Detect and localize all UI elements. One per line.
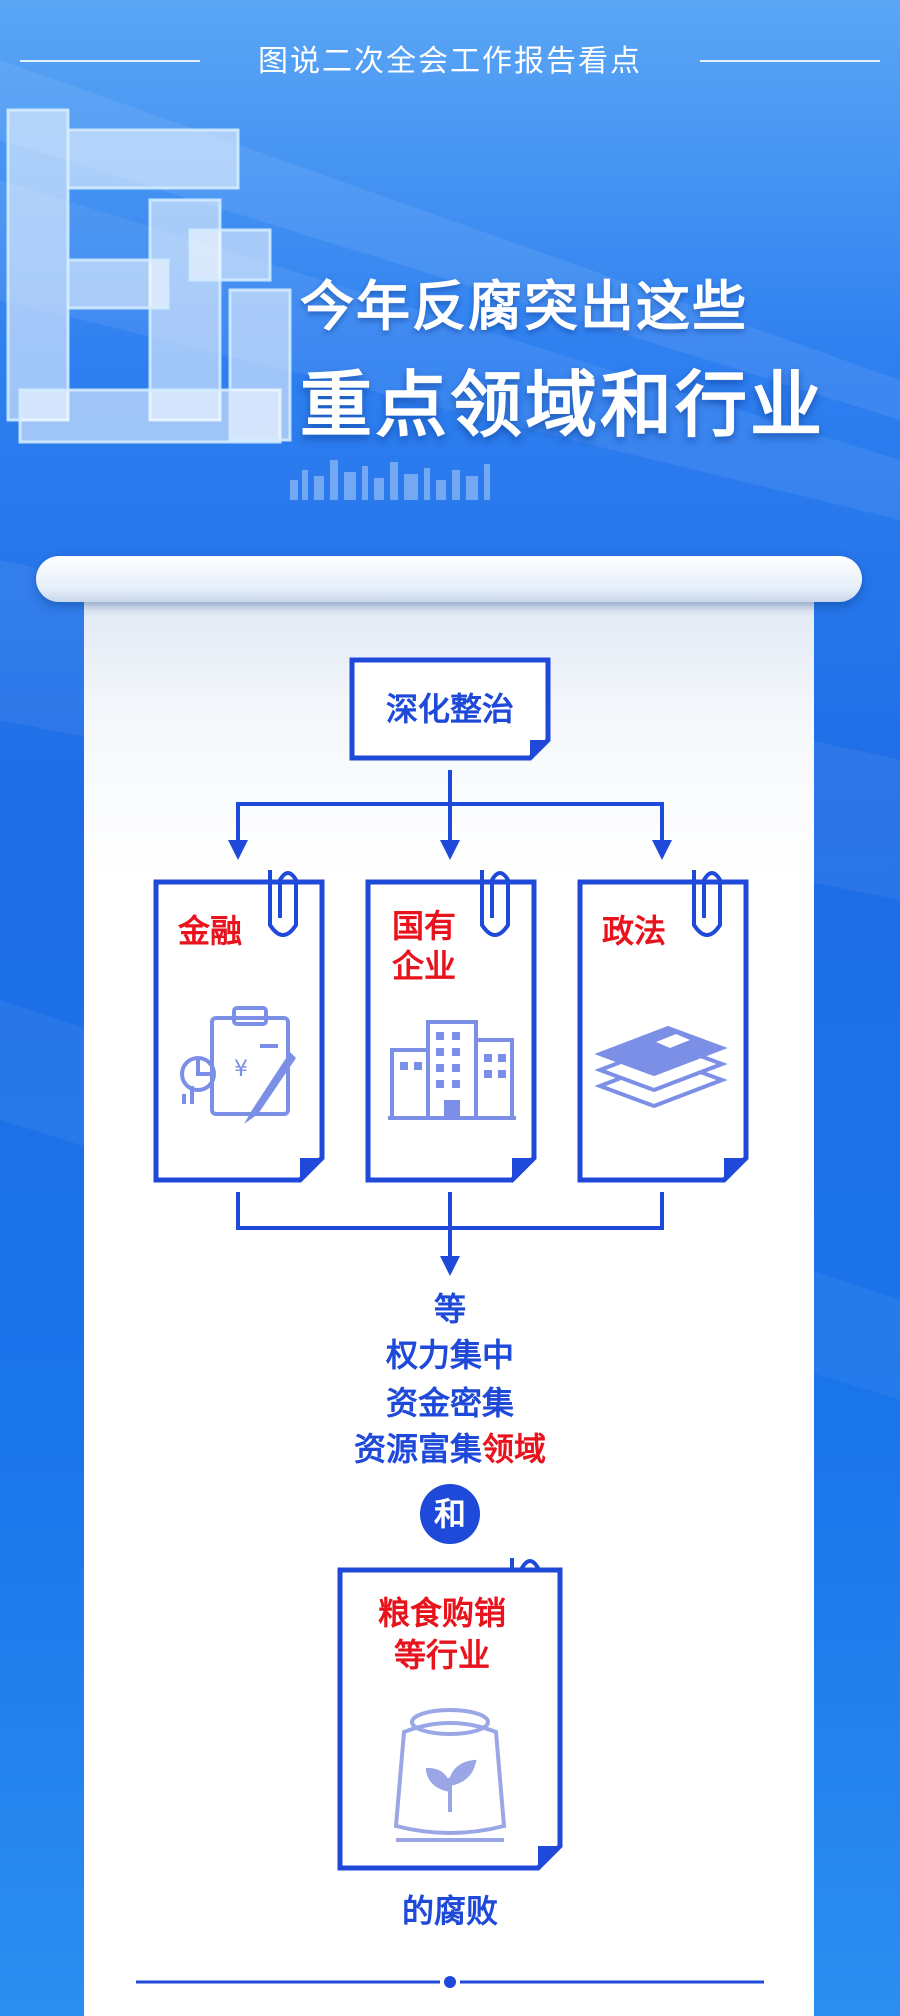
summary-line4: 资源富集领域	[0, 1424, 900, 1470]
industry-label-line1: 粮食购销	[377, 1594, 506, 1632]
big-character-decoration	[6, 108, 292, 444]
header-title: 图说二次全会工作报告看点	[258, 44, 642, 79]
industry-label: 粮食购销 等行业	[352, 1592, 532, 1676]
card-grain	[337, 1567, 563, 1871]
header-line-right	[700, 60, 880, 62]
field-label-soe-line2: 企业	[392, 947, 457, 985]
summary-line4-prefix: 资源富集	[353, 1430, 482, 1468]
office-building-icon	[388, 1020, 516, 1120]
summary-line1: 等	[433, 1290, 466, 1328]
card-finance	[153, 879, 325, 1183]
field-label-finance: 金融	[178, 912, 243, 950]
field-label-soe-line1: 国有	[392, 907, 457, 945]
svg-text:¥: ¥	[234, 1057, 248, 1082]
root-label: 深化整治	[385, 690, 514, 728]
header-line-left	[20, 60, 200, 62]
summary-line2: 权力集中	[385, 1336, 514, 1374]
document-stack-icon	[594, 1025, 728, 1109]
industry-label-line2: 等行业	[393, 1636, 490, 1674]
summary-line4-highlight: 领域	[482, 1430, 547, 1468]
headline-line1: 今年反腐突出这些	[300, 275, 748, 338]
ending-text: 的腐败	[401, 1892, 498, 1930]
grain-sack-icon	[393, 1708, 507, 1842]
finance-clipboard-icon: ¥	[180, 1006, 296, 1124]
scroll-top-roll	[36, 556, 862, 602]
field-label-soe: 国有 企业	[392, 906, 456, 986]
summary-line3: 资金密集	[385, 1384, 514, 1422]
connector-badge: 和	[420, 1484, 480, 1544]
headline-line2: 重点领域和行业	[300, 363, 826, 447]
field-label-legal: 政法	[602, 912, 667, 950]
root-box	[349, 657, 551, 761]
